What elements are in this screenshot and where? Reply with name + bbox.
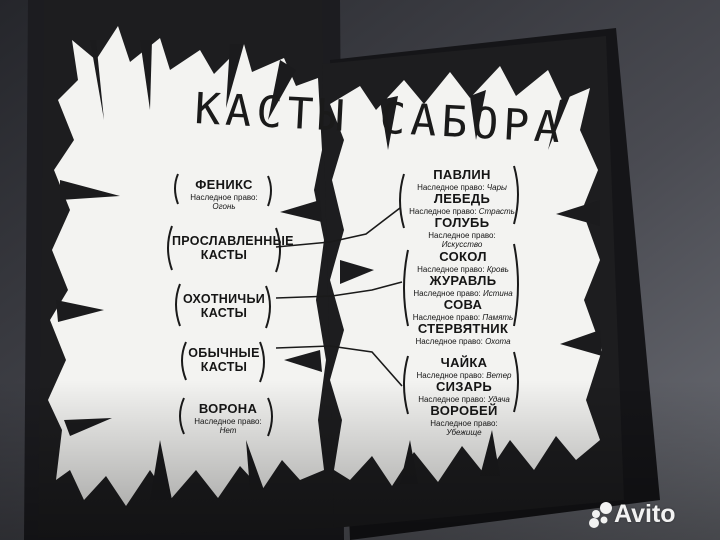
right-value: Кровь: [486, 264, 509, 274]
group-common: ЧАЙКА Наследное право: Ветер СИЗАРЬ Насл…: [412, 355, 516, 438]
group-famous: ПАВЛИН Наследное право: Чары ЛЕБЕДЬ Насл…: [408, 167, 516, 250]
caste-right: Наследное право: Искусство: [408, 231, 516, 249]
right-value: Огонь: [212, 202, 236, 212]
caste-sparrow: ВОРОБЕЙ Наследное право: Убежище: [412, 403, 516, 437]
caste-name: СОВА: [443, 297, 483, 313]
caste-common: ОБЫЧНЫЕ КАСТЫ: [186, 346, 262, 375]
caste-name: СТЕРВЯТНИК: [417, 321, 509, 337]
avito-watermark: Avito: [614, 500, 676, 529]
right-value: Страсть: [478, 207, 515, 217]
right-value: Ветер: [486, 370, 512, 380]
caste-name: ЛЕБЕДЬ: [433, 191, 491, 207]
inherit-label: Наследное право:: [430, 419, 498, 429]
caste-crow: ВОРОНА Наследное право: Нет: [186, 401, 270, 435]
caste-phoenix: ФЕНИКС Наследное право: Огонь: [182, 177, 266, 211]
group-hunters: СОКОЛ Наследное право: Кровь ЖУРАВЛЬ Нас…: [410, 249, 516, 347]
caste-right: Наследное право: Ветер: [412, 371, 516, 380]
caste-right: Наследное право: Страсть: [408, 207, 516, 216]
caste-name: ФЕНИКС: [195, 177, 253, 192]
inherit-label: Наследное право:: [190, 192, 258, 202]
caste-right: Наследное право: Огонь: [182, 193, 266, 211]
caste-right: Наследное право: Память: [410, 313, 516, 322]
caste-name: ВОРОБЕЙ: [430, 403, 498, 419]
right-value: Нет: [219, 426, 237, 436]
inherit-label: Наследное право:: [417, 182, 485, 192]
caste-right: Наследное право: Убежище: [412, 419, 516, 437]
caste-right: Наследное право: Чары: [408, 183, 516, 192]
inherit-label: Наследное право:: [428, 231, 496, 241]
caste-right: Наследное право: Кровь: [410, 265, 516, 274]
caste-swan: ЛЕБЕДЬ Наследное право: Страсть: [408, 191, 516, 216]
caste-name: ОБЫЧНЫЕ: [188, 346, 260, 360]
right-value: Убежище: [446, 428, 482, 438]
inherit-label: Наследное право:: [413, 289, 481, 299]
caste-famous: ПРОСЛАВЛЕННЫЕ КАСТЫ: [172, 234, 294, 263]
caste-rockdove: СИЗАРЬ Наследное право: Удача: [412, 379, 516, 404]
inherit-label: Наследное право:: [415, 337, 483, 347]
right-value: Истина: [482, 289, 513, 299]
caste-vulture: СТЕРВЯТНИК Наследное право: Охота: [410, 321, 516, 346]
caste-name: ПАВЛИН: [433, 167, 491, 182]
caste-name-2: КАСТЫ: [200, 248, 248, 263]
caste-name: ЧАЙКА: [440, 355, 488, 370]
caste-owl: СОВА Наследное право: Память: [410, 297, 516, 322]
inherit-label: Наследное право:: [416, 370, 484, 380]
caste-name: ОХОТНИЧЬИ: [182, 292, 266, 306]
right-value: Удача: [487, 395, 510, 405]
avito-logo-icon: [589, 502, 612, 528]
right-value: Чары: [486, 182, 507, 192]
caste-right: Наследное право: Нет: [186, 417, 270, 435]
caste-peacock: ПАВЛИН Наследное право: Чары: [408, 167, 516, 192]
connector-lines: [275, 207, 403, 387]
caste-crane: ЖУРАВЛЬ Наследное право: Истина: [410, 273, 516, 298]
caste-name: ПРОСЛАВЛЕННЫЕ: [172, 234, 294, 248]
inherit-label: Наследное право:: [194, 416, 262, 426]
caste-gull: ЧАЙКА Наследное право: Ветер: [412, 355, 516, 380]
caste-name-2: КАСТЫ: [200, 360, 248, 375]
caste-dove: ГОЛУБЬ Наследное право: Искусство: [408, 215, 516, 249]
caste-name: ВОРОНА: [198, 401, 258, 416]
caste-name: СОКОЛ: [439, 249, 487, 264]
inherit-label: Наследное право:: [409, 207, 477, 217]
caste-name-2: КАСТЫ: [200, 306, 248, 321]
caste-hunters: ОХОТНИЧЬИ КАСТЫ: [182, 292, 266, 321]
inherit-label: Наследное право:: [418, 395, 486, 405]
caste-name: ГОЛУБЬ: [434, 215, 490, 231]
caste-name: ЖУРАВЛЬ: [429, 273, 497, 289]
inherit-label: Наследное право:: [417, 264, 485, 274]
caste-right: Наследное право: Истина: [410, 289, 516, 298]
watermark-text: Avito: [614, 500, 676, 528]
caste-right: Наследное право: Охота: [410, 337, 516, 346]
caste-name: СИЗАРЬ: [435, 379, 493, 395]
inherit-label: Наследное право:: [412, 313, 481, 323]
right-value: Искусство: [441, 240, 483, 250]
caste-right: Наследное право: Удача: [412, 395, 516, 404]
right-value: Память: [482, 313, 514, 323]
caste-falcon: СОКОЛ Наследное право: Кровь: [410, 249, 516, 274]
right-value: Охота: [485, 337, 511, 347]
